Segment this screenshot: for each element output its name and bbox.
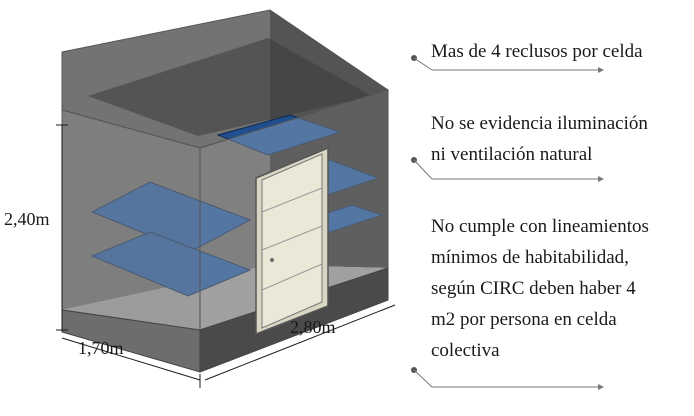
door-handle	[270, 258, 274, 262]
note-line: No cumple con lineamientos	[431, 216, 649, 237]
width-dim-label: 1,70m	[78, 338, 124, 358]
note-habitability: No cumple con lineamientos mínimos de ha…	[431, 211, 689, 366]
bunk-far-upper	[216, 114, 342, 156]
height-dim-label: 2,40m	[4, 209, 50, 229]
length-dim-line	[204, 304, 396, 381]
note-3-arrowhead	[598, 384, 604, 390]
front-wall-left	[61, 109, 201, 331]
note-1-arrowhead	[598, 67, 604, 73]
note-2-arrowhead	[598, 176, 604, 182]
note-line: Mas de 4 reclusos por celda	[431, 41, 643, 62]
note-line: colectiva	[431, 340, 500, 361]
door-rail-2	[261, 225, 323, 251]
note-line: según CIRC deben haber 4	[431, 278, 636, 299]
note-overcrowding: Mas de 4 reclusos por celda	[431, 36, 693, 67]
note-line: m2 por persona en celda	[431, 309, 617, 330]
note-3-arrow	[413, 369, 433, 388]
note-lighting: No se evidencia iluminación ni ventilaci…	[431, 108, 693, 170]
note-line: ni ventilación natural	[431, 144, 593, 165]
door-rail-1	[261, 187, 323, 213]
width-dim-line	[61, 337, 201, 381]
bunk-near-lower	[90, 231, 252, 297]
note-line: mínimos de habitabilidad,	[431, 247, 629, 268]
note-2-arrow	[413, 159, 433, 180]
note-line: No se evidencia iluminación	[431, 113, 648, 134]
top-opening	[88, 38, 372, 136]
door-panel	[261, 153, 323, 329]
note-1-arrow	[413, 57, 433, 71]
door-rail-3	[261, 263, 323, 291]
length-dim-label: 2,80m	[290, 317, 336, 337]
